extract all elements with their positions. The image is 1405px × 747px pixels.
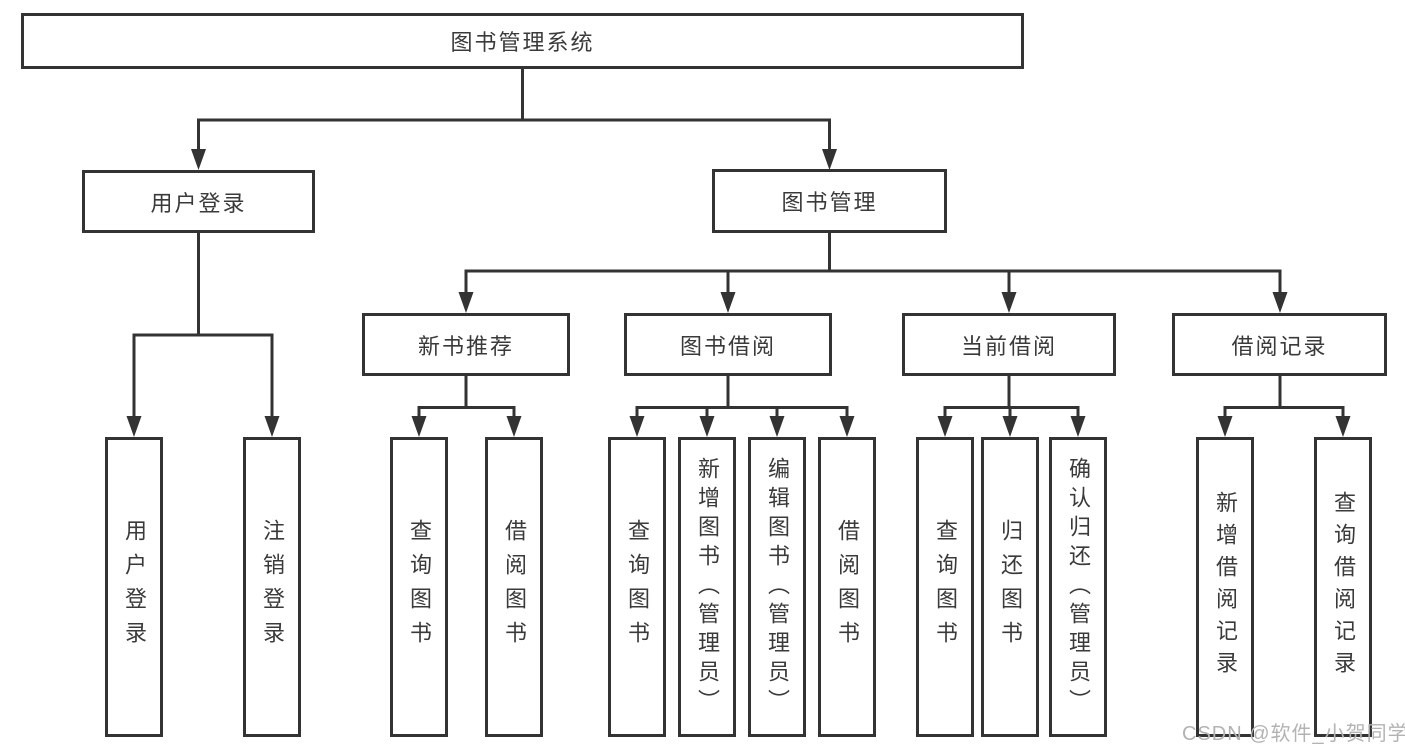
leaf-query-books-recommend: 查询图书 xyxy=(390,437,448,737)
node-library-management-system: 图书管理系统 xyxy=(21,13,1024,69)
node-book-borrowing: 图书借阅 xyxy=(624,313,832,376)
node-label: 图书管理 xyxy=(781,190,878,215)
node-book-management: 图书管理 xyxy=(712,169,947,233)
node-borrowing-records: 借阅记录 xyxy=(1172,313,1387,376)
leaf-query-books-current: 查询图书 xyxy=(916,437,974,737)
leaf-edit-books-admin: 编辑图书（管理员） xyxy=(748,437,806,737)
node-label: 编辑图书（管理员） xyxy=(765,456,790,718)
leaf-user-login: 用户登录 xyxy=(105,437,163,737)
node-label: 查询借阅记录 xyxy=(1331,491,1356,683)
node-user-login-branch: 用户登录 xyxy=(82,170,315,233)
node-label: 查询图书 xyxy=(407,519,432,655)
node-label: 借阅记录 xyxy=(1231,333,1328,359)
leaf-confirm-return-admin: 确认归还（管理员） xyxy=(1049,437,1107,737)
node-label: 当前借阅 xyxy=(960,333,1057,359)
leaf-borrow-books: 借阅图书 xyxy=(818,437,876,737)
node-label: 确认归还（管理员） xyxy=(1066,456,1091,718)
node-label: 注销登录 xyxy=(260,519,285,655)
leaf-return-books: 归还图书 xyxy=(981,437,1039,737)
leaf-borrow-books-recommend: 借阅图书 xyxy=(485,437,543,737)
node-label: 用户登录 xyxy=(150,190,247,216)
leaf-add-borrow-record: 新增借阅记录 xyxy=(1196,437,1254,737)
csdn-watermark: CSDN @软件_小贺同学 xyxy=(1182,723,1405,745)
node-current-borrowing: 当前借阅 xyxy=(902,313,1116,376)
node-new-book-recommendation: 新书推荐 xyxy=(362,313,570,376)
leaf-add-books-admin: 新增图书（管理员） xyxy=(678,437,736,737)
arrowheads xyxy=(126,149,1351,437)
node-label: 新增借阅记录 xyxy=(1213,491,1238,683)
node-label: 图书借阅 xyxy=(679,333,776,359)
node-label: 归还图书 xyxy=(998,519,1023,655)
node-label: 查询图书 xyxy=(933,519,958,655)
node-label: 借阅图书 xyxy=(502,519,527,655)
node-label: 图书管理系统 xyxy=(450,30,595,55)
node-label: 查询图书 xyxy=(625,519,650,655)
node-label: 新书推荐 xyxy=(417,333,514,359)
node-label: 借阅图书 xyxy=(835,519,860,655)
leaf-logout: 注销登录 xyxy=(243,437,301,737)
leaf-query-borrow-record: 查询借阅记录 xyxy=(1314,437,1372,737)
node-label: 用户登录 xyxy=(122,519,147,655)
node-label: 新增图书（管理员） xyxy=(695,456,720,718)
leaf-query-books-borrow: 查询图书 xyxy=(608,437,666,737)
